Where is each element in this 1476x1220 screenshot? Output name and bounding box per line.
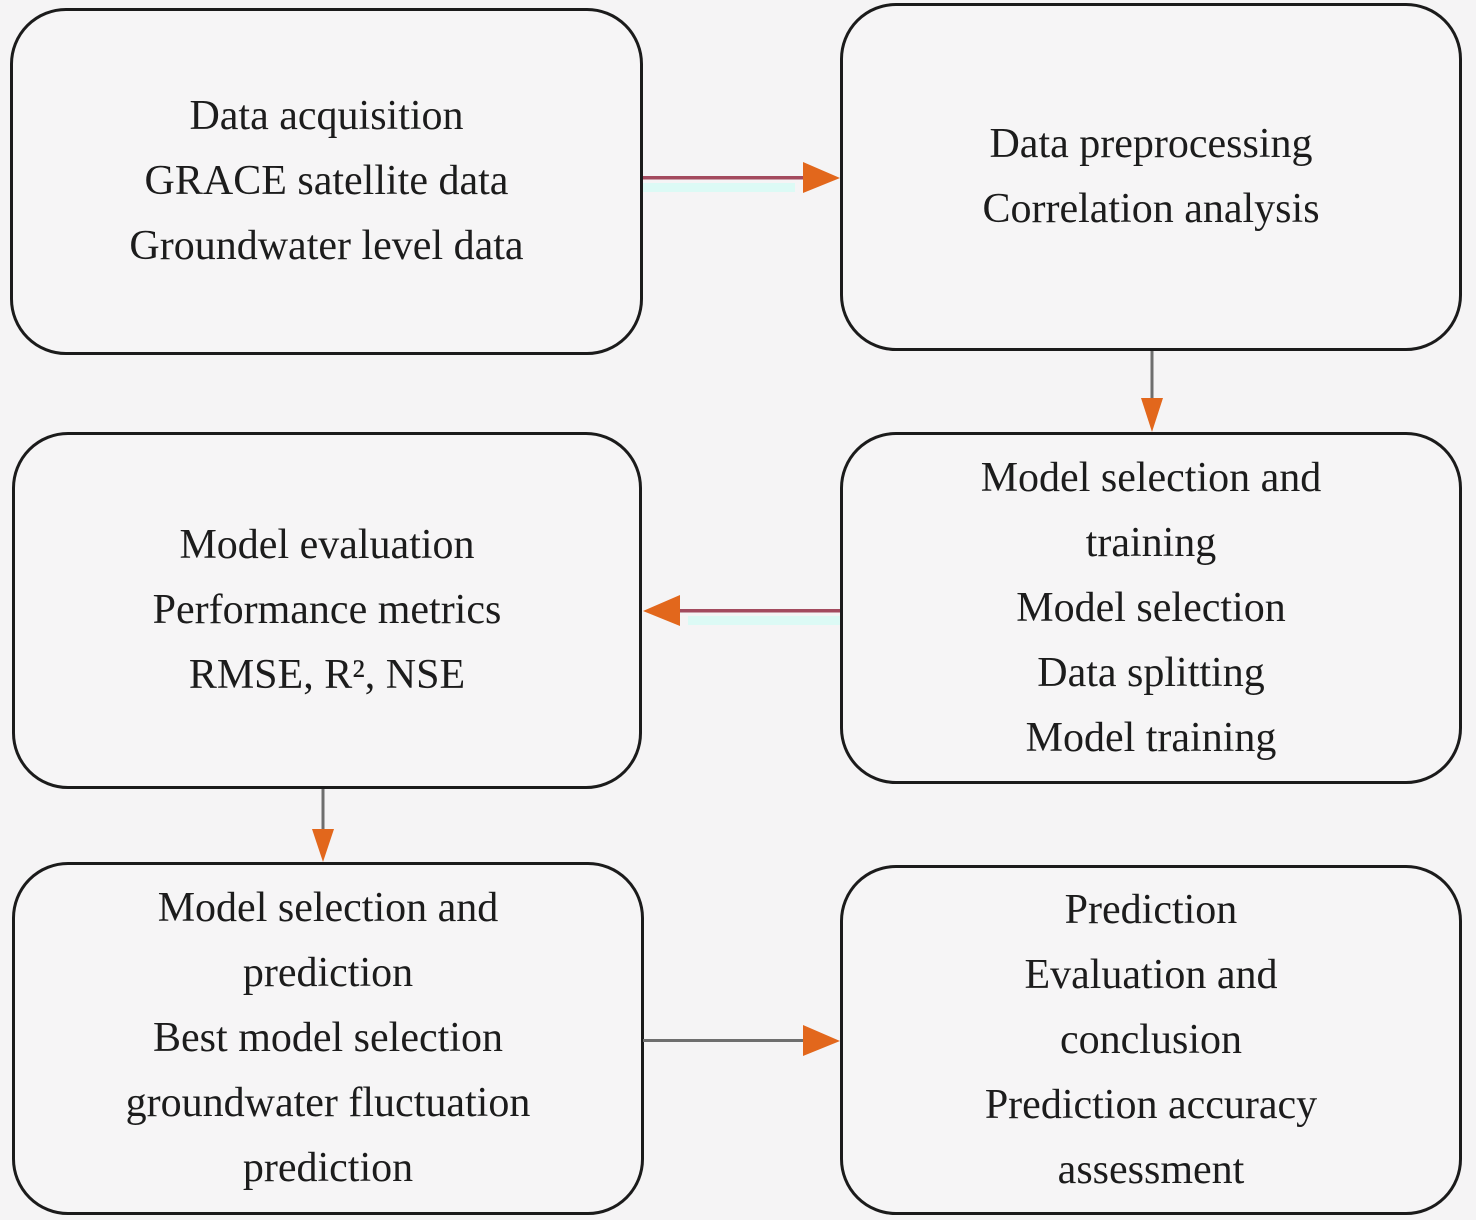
arrow-evaluation-to-prediction bbox=[312, 789, 334, 862]
box-line: Model selection bbox=[1016, 584, 1286, 631]
box-line: groundwater fluctuation bbox=[125, 1080, 531, 1126]
arrow-prediction-to-conclusion bbox=[643, 1025, 840, 1056]
arrowhead-down-icon bbox=[1141, 398, 1163, 432]
arrowhead-left-icon bbox=[643, 595, 680, 626]
box-line: Model evaluation bbox=[179, 522, 475, 568]
box-line: Data acquisition bbox=[189, 93, 464, 139]
box-line: Model selection and bbox=[980, 454, 1322, 501]
box-data-acquisition: Data acquisition GRACE satellite data Gr… bbox=[10, 8, 643, 355]
box-line: GRACE satellite data bbox=[144, 158, 509, 204]
box-line: prediction bbox=[242, 1145, 414, 1191]
box-model-selection-and-training: Model selection and training Model selec… bbox=[840, 432, 1462, 784]
arrow-cyan-band bbox=[643, 183, 795, 192]
box-model-selection-and-prediction: Model selection and prediction Best mode… bbox=[12, 862, 644, 1215]
box-line: Best model selection bbox=[153, 1015, 503, 1061]
box-line: Correlation analysis bbox=[982, 186, 1320, 232]
box-line: Prediction accuracy bbox=[984, 1081, 1318, 1128]
box-line: RMSE, R², NSE bbox=[188, 652, 466, 698]
box-line: Prediction bbox=[1064, 886, 1238, 933]
arrow-shaft bbox=[643, 176, 806, 180]
arrow-shaft bbox=[321, 789, 325, 832]
box-line: assessment bbox=[1057, 1146, 1245, 1193]
box-prediction-evaluation-conclusion: Prediction Evaluation and conclusion Pre… bbox=[840, 865, 1462, 1215]
box-line: prediction bbox=[242, 950, 414, 996]
arrow-training-to-evaluation bbox=[643, 595, 840, 626]
box-line: Model selection and bbox=[157, 885, 499, 931]
arrowhead-right-icon bbox=[803, 162, 840, 193]
box-data-preprocessing: Data preprocessing Correlation analysis bbox=[840, 3, 1462, 351]
box-line: training bbox=[1085, 519, 1217, 566]
arrowhead-right-icon bbox=[803, 1025, 840, 1056]
box-line: Data splitting bbox=[1037, 649, 1265, 696]
box-model-evaluation: Model evaluation Performance metrics RMS… bbox=[12, 432, 642, 789]
arrow-shaft bbox=[1150, 351, 1154, 401]
arrow-shaft bbox=[677, 609, 840, 613]
box-line: Groundwater level data bbox=[129, 223, 524, 269]
box-line: Performance metrics bbox=[152, 587, 502, 633]
arrow-cyan-band bbox=[688, 616, 840, 625]
box-line: Data preprocessing bbox=[989, 121, 1313, 167]
arrow-shaft bbox=[643, 1039, 806, 1042]
arrow-preprocessing-to-training bbox=[1141, 351, 1163, 432]
box-line: Evaluation and bbox=[1024, 951, 1278, 998]
box-line: Model training bbox=[1025, 714, 1277, 761]
arrowhead-down-icon bbox=[312, 829, 334, 862]
arrow-acquisition-to-preprocessing bbox=[643, 162, 840, 193]
box-line: conclusion bbox=[1060, 1016, 1242, 1063]
